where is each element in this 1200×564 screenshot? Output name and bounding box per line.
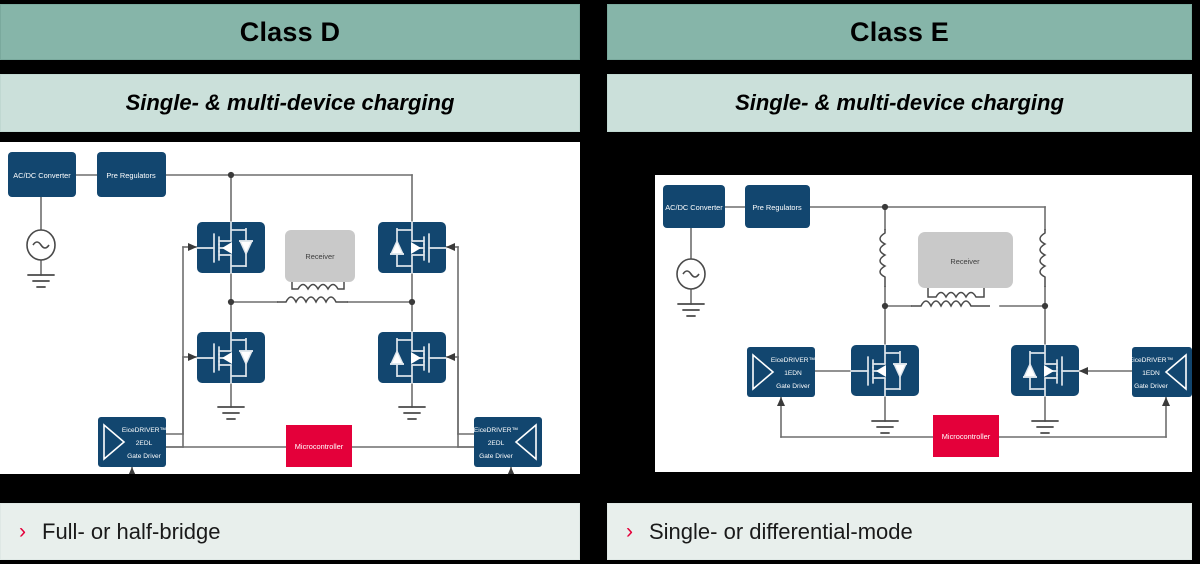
block-label-microcontroller: Microcontroller (942, 432, 991, 441)
block-gate-driver-left: EiceDRIVER™ 2EDL Gate Driver (98, 417, 166, 467)
receiver-coil (291, 282, 345, 291)
block-receiver: Receiver (918, 232, 1013, 288)
driver-label-line1: EiceDRIVER™ (771, 357, 815, 364)
circuit-diagram-class-d: AC/DC Converter Pre Regulators Receiver (0, 142, 580, 474)
inductor-right (1039, 229, 1047, 287)
block-label-receiver: Receiver (950, 257, 980, 266)
mosfet-top-left (196, 221, 265, 274)
wire-junctions (227, 171, 416, 306)
driver-label-line3: Gate Driver (1134, 383, 1169, 390)
driver-label-line3: Gate Driver (479, 453, 514, 460)
driver-label-line3: Gate Driver (127, 453, 162, 460)
block-gate-driver-right: EiceDRIVER™ 1EDN Gate Driver (1129, 347, 1192, 397)
panel-footer-class-d: › Full- or half-bridge (0, 503, 580, 560)
driver-label-line1: EiceDRIVER™ (1129, 357, 1173, 364)
block-label-microcontroller: Microcontroller (295, 442, 344, 451)
block-acdc-converter: AC/DC Converter (663, 185, 725, 228)
ground-symbol-right (398, 406, 426, 420)
block-microcontroller: Microcontroller (933, 415, 999, 457)
mosfet-bottom-left (196, 331, 265, 384)
chevron-right-icon: › (626, 520, 633, 543)
panel-class-e: Class E Single- & multi-device charging (607, 0, 1192, 564)
panel-title: Class D (239, 16, 341, 47)
driver-label-line2: 2EDL (136, 440, 153, 447)
ground-symbol-right (1031, 420, 1059, 434)
panel-class-d: Class D Single- & multi-device charging (0, 0, 580, 564)
block-label-receiver: Receiver (305, 252, 335, 261)
chevron-right-icon: › (19, 520, 26, 543)
block-label-acdc: AC/DC Converter (665, 203, 723, 212)
driver-label-line1: EiceDRIVER™ (122, 427, 166, 434)
block-pre-regulators: Pre Regulators (745, 185, 810, 228)
transmitter-coil (277, 296, 348, 304)
circuit-diagram-class-e: AC/DC Converter Pre Regulators Receiver (655, 175, 1192, 472)
panel-subtitle-text: Single- & multi-device charging (735, 90, 1064, 115)
inductor-left (879, 229, 887, 287)
driver-label-line3: Gate Driver (776, 383, 811, 390)
panel-title: Class E (850, 16, 949, 47)
panel-header-class-d: Class D (0, 4, 580, 60)
class-e-schematic: AC/DC Converter Pre Regulators Receiver (663, 185, 1192, 457)
block-pre-regulators: Pre Regulators (97, 152, 166, 197)
wire-junctions (881, 203, 1049, 310)
panel-subtitle-class-d: Single- & multi-device charging (0, 74, 580, 132)
driver-label-line2: 1EDN (784, 370, 802, 377)
panel-footer-class-e: › Single- or differential-mode (607, 503, 1192, 560)
block-acdc-converter: AC/DC Converter (8, 152, 76, 197)
panel-subtitle-text: Single- & multi-device charging (125, 90, 455, 115)
signal-arrowheads (128, 243, 515, 474)
block-label-prereg: Pre Regulators (752, 203, 802, 212)
panel-subtitle-class-e: Single- & multi-device charging (607, 74, 1192, 132)
panel-footer-text: Single- or differential-mode (649, 518, 913, 544)
block-gate-driver-left: EiceDRIVER™ 1EDN Gate Driver (747, 347, 815, 397)
driver-label-line2: 1EDN (1142, 370, 1160, 377)
block-microcontroller: Microcontroller (286, 425, 352, 467)
signal-arrowheads (777, 367, 1170, 406)
receiver-coil (927, 288, 985, 299)
panel-header-class-e: Class E (607, 4, 1192, 60)
block-label-prereg: Pre Regulators (106, 171, 156, 180)
block-gate-driver-right: EiceDRIVER™ 2EDL Gate Driver (474, 417, 542, 467)
block-receiver: Receiver (285, 230, 355, 282)
ac-source-symbol (676, 258, 706, 317)
driver-label-line1: EiceDRIVER™ (474, 427, 518, 434)
ground-symbol-left (871, 420, 899, 434)
transmitter-coil (911, 300, 990, 308)
panel-footer-text: Full- or half-bridge (42, 518, 221, 544)
block-label-acdc: AC/DC Converter (13, 171, 71, 180)
driver-label-line2: 2EDL (488, 440, 505, 447)
ac-source-symbol (26, 229, 56, 288)
mosfet-right (1011, 344, 1080, 397)
mosfet-left (850, 344, 919, 397)
mosfet-bottom-right (378, 331, 447, 384)
mosfet-top-right (378, 221, 447, 274)
ground-symbol-left (217, 406, 245, 420)
class-d-schematic: AC/DC Converter Pre Regulators Receiver (8, 152, 542, 474)
